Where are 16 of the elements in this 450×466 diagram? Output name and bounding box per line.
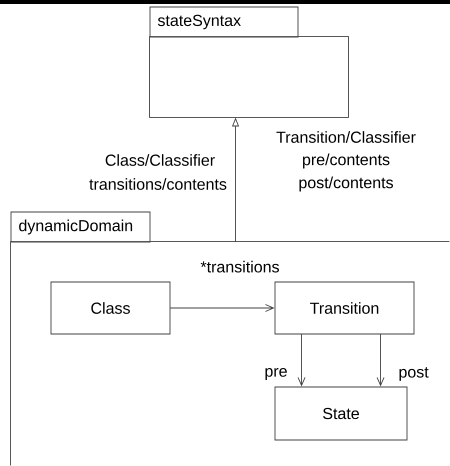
edge-label: pre: [265, 368, 287, 380]
class-box: Class: [50, 282, 170, 334]
arrow: [298, 334, 306, 387]
edge-label: post: [400, 367, 429, 381]
mapping-label: pre/contents: [303, 154, 390, 168]
arrow: [170, 304, 275, 312]
package-box: stateSyntax: [149, 6, 349, 118]
class-box: Transition: [274, 282, 414, 334]
edge-label: *transitions: [200, 260, 279, 273]
class-box: State: [274, 386, 408, 440]
mapping-label: transitions/contents: [89, 178, 226, 190]
mapping-label: Class/Classifier: [106, 154, 215, 166]
mapping-label: post/contents: [299, 176, 393, 192]
node-label: stateSyntax: [158, 14, 241, 30]
mapping-label: Transition/Classifier: [276, 131, 416, 143]
arrow: [376, 334, 384, 387]
